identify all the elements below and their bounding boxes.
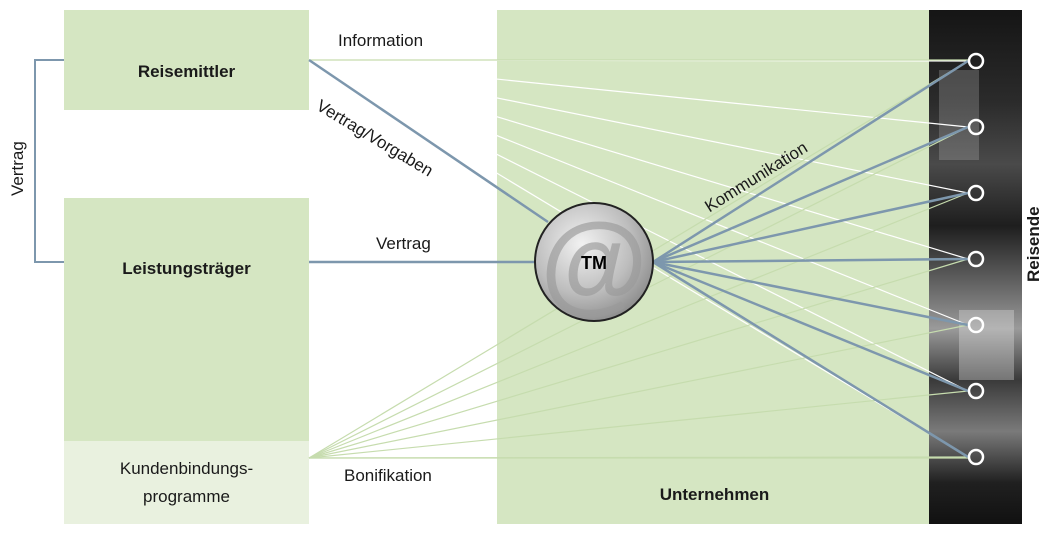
thin-line (308, 324, 969, 459)
traveler-node (967, 382, 985, 400)
traveler-node (967, 184, 985, 202)
thin-line (308, 59, 969, 128)
traveler-node (967, 316, 985, 334)
communication-line (652, 59, 969, 264)
photo-highlight-1 (939, 70, 979, 160)
tm-circle (534, 202, 654, 322)
thin-line (308, 59, 969, 260)
traveler-node (967, 448, 985, 466)
thin-line (308, 59, 969, 326)
traveler-node (967, 118, 985, 136)
thin-line (308, 390, 969, 459)
bonifikation-label: Bonifikation (344, 466, 432, 485)
unternehmen-label: Unternehmen (659, 485, 770, 504)
traveler-node (967, 250, 985, 268)
communication-line (652, 260, 969, 459)
kundenbindung-box: Kundenbindungs- programme (64, 441, 309, 524)
kundenbindung-label-line1: Kundenbindungs- (119, 459, 254, 478)
vertrag-bracket (34, 59, 64, 263)
leistungstraeger-box: Leistungsträger (64, 198, 309, 441)
communication-line (652, 260, 969, 327)
communication-line (652, 125, 969, 264)
communication-line (652, 191, 969, 264)
communication-lines (652, 59, 969, 459)
photo-highlight-2 (959, 310, 1014, 380)
information-label: Information (338, 31, 424, 50)
traveler-nodes (967, 52, 985, 466)
communication-line (652, 257, 969, 264)
thin-line (308, 192, 969, 459)
traveler-node (967, 52, 985, 70)
kundenbindung-label-line2: programme (143, 487, 230, 506)
at-symbol-icon: @ (540, 201, 647, 324)
communication-line (652, 260, 969, 393)
leistungstraeger-label: Leistungsträger (122, 259, 251, 278)
thin-line (308, 59, 969, 194)
reisemittler-box: Reisemittler (64, 10, 309, 110)
tm-label: TM (581, 253, 607, 273)
reisemittler-label: Reisemittler (137, 62, 236, 81)
vertrag-bracket-label: Vertrag (8, 141, 27, 196)
thin-line (308, 258, 969, 459)
vertrag-label: Vertrag (376, 234, 431, 253)
line-reisemittler-tm (308, 58, 549, 224)
